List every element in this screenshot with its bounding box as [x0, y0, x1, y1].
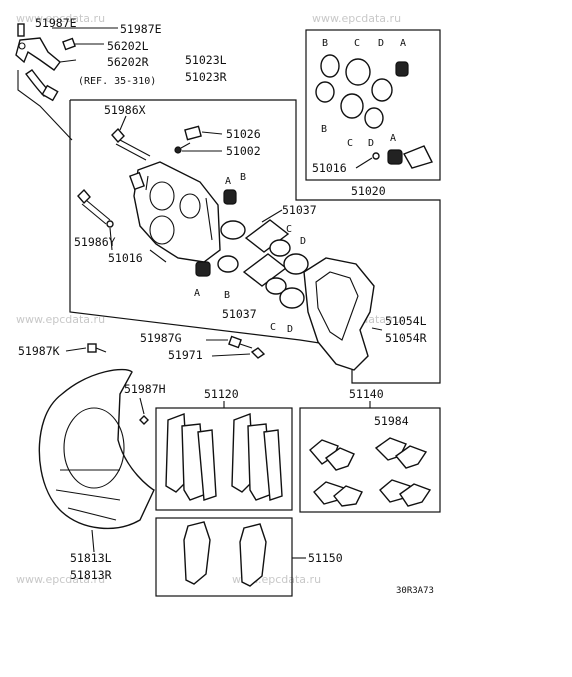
part-label: 51987K [18, 344, 60, 358]
part-label: 51140 [349, 387, 384, 401]
seal-letter: C [347, 138, 353, 149]
part-label: 51016 [312, 161, 347, 175]
part-label: 51023L [185, 53, 227, 67]
leader-line [17, 70, 73, 141]
part-label: 51987E [35, 16, 77, 30]
shield-bolt-k [87, 343, 107, 353]
leader-line [119, 115, 127, 131]
part-label: 51986X [104, 103, 146, 117]
part-label: 56202L [107, 39, 149, 53]
anti-squeal-shims [183, 521, 267, 587]
part-label: 51054L [385, 314, 427, 328]
watermark: www.epcdata.ru [16, 313, 105, 326]
caliper-body [129, 161, 221, 263]
part-label: 51971 [168, 348, 203, 362]
part-label: 51813L [70, 551, 112, 565]
part-label: 56202R [107, 55, 149, 69]
seal-letter: B [322, 38, 328, 49]
part-label: 51023R [185, 70, 227, 84]
caliper-assembly-box [69, 99, 441, 384]
part-label: 51987H [124, 382, 166, 396]
leader-line [201, 131, 223, 135]
leader-line [211, 353, 251, 357]
shim-box [155, 517, 293, 597]
watermark: www.epcdata.ru [16, 573, 105, 586]
part-label: 51026 [226, 127, 261, 141]
part-label: 51037 [282, 203, 317, 217]
brake-pads [165, 413, 283, 501]
seal-letter: B [224, 290, 230, 301]
pistons [242, 219, 309, 309]
brake-hose-bracket [15, 23, 76, 102]
bleeder-screw [174, 125, 202, 154]
leader-line [371, 327, 383, 331]
dust-shield [38, 368, 155, 530]
part-label: 51813R [70, 568, 112, 582]
ref-note: (REF. 35-310) [78, 76, 156, 87]
leader-line [355, 157, 373, 169]
leader-line [109, 227, 113, 251]
seal-letter: D [287, 324, 293, 335]
part-label: 51984 [374, 414, 409, 428]
leader-line [261, 209, 283, 223]
part-label: 51002 [226, 144, 261, 158]
seal-letter: D [368, 138, 374, 149]
seal-letter: A [400, 38, 406, 49]
leader-line [139, 397, 145, 415]
pad-clips [309, 437, 432, 507]
part-label: 51150 [308, 551, 343, 565]
mounting-bolt-g [228, 335, 266, 359]
part-label: 51120 [204, 387, 239, 401]
part-label: 51987E [120, 22, 162, 36]
seal-kit-box [305, 29, 441, 181]
seal-letter: D [378, 38, 384, 49]
part-label: 51987G [140, 331, 182, 345]
part-label: 51037 [222, 307, 257, 321]
seal-kit-rings [315, 54, 433, 169]
seal-letter: A [194, 288, 200, 299]
guide-pin-bolt-y [77, 188, 114, 228]
part-label: 51986Y [74, 235, 116, 249]
seal-letter: C [286, 224, 292, 235]
guide-pin-boot-b [217, 220, 246, 273]
watermark: www.epcdata.ru [16, 12, 105, 25]
seal-letter: B [321, 124, 327, 135]
part-label: 51054R [385, 331, 427, 345]
seal-letter: D [300, 236, 306, 247]
part-label: 51016 [108, 251, 143, 265]
watermark: www.epcdata.ru [312, 12, 401, 25]
caliper-support-bracket [303, 257, 375, 371]
seal-letter: C [270, 322, 276, 333]
leader-line [65, 347, 87, 352]
seal-letter: C [354, 38, 360, 49]
guide-pin-boot-a [195, 189, 237, 277]
diagram-code: 30R3A73 [396, 586, 434, 596]
seal-letter: A [390, 133, 396, 144]
leader-line [91, 529, 95, 553]
seal-letter: B [240, 172, 246, 183]
part-label: 51020 [351, 184, 386, 198]
leader-line [59, 59, 77, 63]
guide-pin-bolt-x [111, 127, 151, 161]
shield-bolt-h [139, 415, 149, 425]
seal-letter: A [225, 176, 231, 187]
